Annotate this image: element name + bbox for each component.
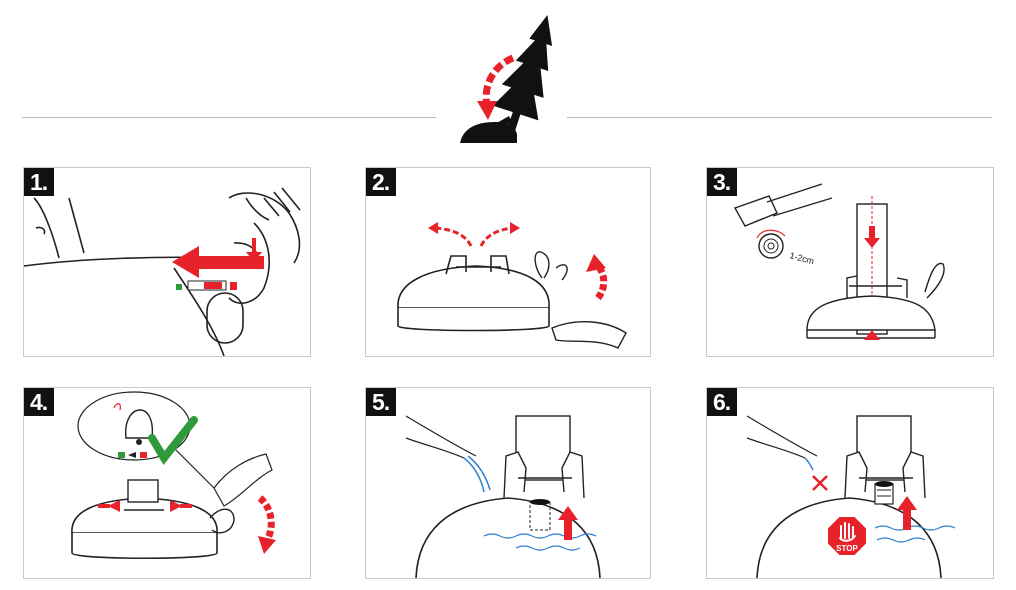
tree-tilting-into-stand-icon — [460, 15, 553, 143]
step-3-panel: 3. 1-2cm — [706, 167, 994, 357]
saw-cut-trunk-icon: 1-2cm — [733, 183, 945, 340]
stand-claws-opening-icon — [397, 222, 627, 349]
step-number: 1. — [24, 168, 55, 196]
header-divider-right — [567, 117, 992, 118]
cut-length-label: 1-2cm — [788, 250, 815, 266]
header-divider-left — [22, 117, 436, 118]
stop-filling-icon: STOP — [746, 415, 956, 578]
step-6-panel: 6. STOP — [706, 387, 994, 579]
step-number: 6. — [707, 388, 738, 416]
water-filling-icon — [405, 415, 601, 578]
step-number: 5. — [366, 388, 397, 416]
stop-label: STOP — [836, 544, 858, 553]
bell-click-lock-confirm-icon — [71, 391, 276, 560]
step-number: 4. — [24, 388, 55, 416]
step-5-panel: 5. — [365, 387, 651, 579]
step-number: 2. — [366, 168, 397, 196]
step-1-panel: 1. — [23, 167, 311, 357]
hand-squeezing-lever-release-icon — [24, 187, 301, 356]
stop-sign-icon: STOP — [826, 515, 868, 557]
step-2-panel: 2. — [365, 167, 651, 357]
step-number: 3. — [707, 168, 738, 196]
step-4-panel: 4. — [23, 387, 311, 579]
